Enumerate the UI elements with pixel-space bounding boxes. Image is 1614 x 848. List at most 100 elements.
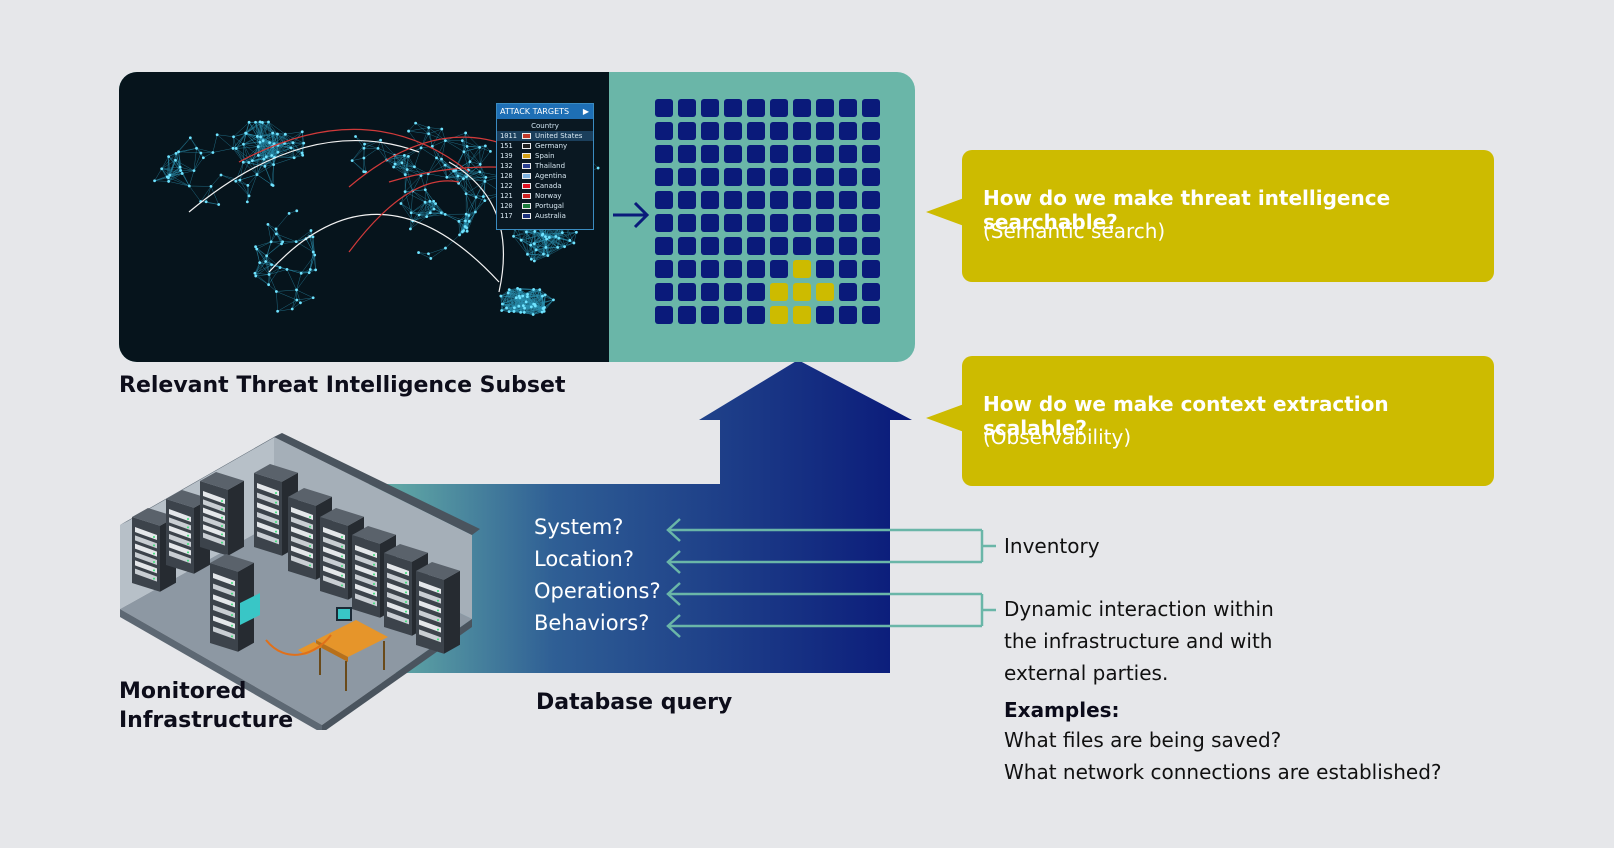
network-link xyxy=(355,136,365,149)
network-link xyxy=(475,196,484,213)
grid-cell xyxy=(816,214,834,232)
network-node xyxy=(267,283,270,287)
network-link xyxy=(232,143,244,149)
network-node xyxy=(292,156,296,160)
attack-arc xyxy=(188,139,420,213)
network-link xyxy=(545,232,563,248)
network-node xyxy=(425,215,429,218)
network-node xyxy=(521,294,525,298)
network-node xyxy=(300,130,304,134)
network-node xyxy=(514,296,518,300)
network-link xyxy=(271,147,292,156)
network-node xyxy=(290,307,294,311)
callout-heading: How do we make threat intelligence searc… xyxy=(983,186,1391,234)
network-node xyxy=(174,151,178,155)
network-link xyxy=(263,158,274,165)
network-link xyxy=(168,156,171,176)
network-node xyxy=(517,304,521,308)
network-node xyxy=(307,271,311,275)
network-node xyxy=(274,290,278,293)
network-link xyxy=(286,269,310,273)
network-node xyxy=(254,245,257,249)
network-link xyxy=(236,148,253,161)
network-node xyxy=(458,233,461,237)
network-node xyxy=(538,288,542,292)
network-link xyxy=(513,231,527,237)
network-link xyxy=(446,176,467,178)
network-node xyxy=(244,131,248,135)
network-node xyxy=(302,141,306,145)
network-link xyxy=(271,133,273,156)
network-link xyxy=(260,136,265,160)
network-link xyxy=(527,294,544,309)
network-link xyxy=(245,132,259,147)
network-link xyxy=(275,228,283,242)
network-link xyxy=(377,148,395,156)
network-link xyxy=(255,262,260,277)
network-link xyxy=(405,189,426,192)
network-link xyxy=(212,134,218,153)
network-link xyxy=(255,275,269,285)
grid-cell xyxy=(747,99,765,117)
network-link xyxy=(178,151,201,154)
network-node xyxy=(474,195,478,199)
network-node xyxy=(174,158,177,162)
grid-cell xyxy=(862,191,880,209)
server-rack xyxy=(416,562,460,654)
network-node xyxy=(271,131,275,135)
network-link xyxy=(239,179,248,186)
network-link xyxy=(418,252,431,259)
grid-cell xyxy=(724,306,742,324)
network-link xyxy=(266,255,281,268)
network-node xyxy=(460,139,464,143)
callout-semantic-search: How do we make threat intelligence searc… xyxy=(926,150,1494,282)
network-node xyxy=(506,291,510,295)
network-link xyxy=(446,177,459,184)
network-link xyxy=(203,152,214,158)
flag-icon xyxy=(522,143,531,149)
network-node xyxy=(532,259,536,263)
grid-cell xyxy=(701,191,719,209)
network-link xyxy=(475,197,477,213)
infrastructure-caption-line1: Monitored xyxy=(119,679,247,704)
network-link xyxy=(444,165,448,178)
network-link xyxy=(256,174,274,186)
attack-count: 121 xyxy=(500,192,513,200)
network-node xyxy=(467,219,471,223)
network-link xyxy=(408,130,429,135)
network-node xyxy=(457,181,461,185)
network-link xyxy=(154,168,162,181)
network-link xyxy=(276,291,278,312)
query-behaviors: Behaviors? xyxy=(534,611,650,635)
network-link xyxy=(415,122,429,134)
network-link xyxy=(256,166,266,175)
network-link xyxy=(277,308,293,312)
network-link xyxy=(266,145,279,158)
network-node xyxy=(232,135,235,139)
network-link xyxy=(351,144,365,161)
network-link xyxy=(296,297,314,301)
network-node xyxy=(283,132,287,136)
network-link xyxy=(519,297,524,306)
network-node xyxy=(255,247,259,251)
network-node xyxy=(417,251,420,254)
network-link xyxy=(168,181,190,187)
network-link xyxy=(270,233,277,242)
network-link xyxy=(428,173,447,178)
network-node xyxy=(500,302,504,306)
network-link xyxy=(531,255,548,260)
network-link xyxy=(408,127,429,132)
network-link xyxy=(310,252,314,270)
network-link xyxy=(233,136,237,149)
network-link xyxy=(428,157,437,174)
network-node xyxy=(542,307,546,311)
example-item: What files are being saved? xyxy=(1004,728,1282,752)
grid-cell xyxy=(839,283,857,301)
network-link xyxy=(463,151,471,162)
network-link xyxy=(458,213,467,222)
network-node xyxy=(234,147,238,150)
network-node xyxy=(560,231,564,235)
grid-cell xyxy=(816,260,834,278)
